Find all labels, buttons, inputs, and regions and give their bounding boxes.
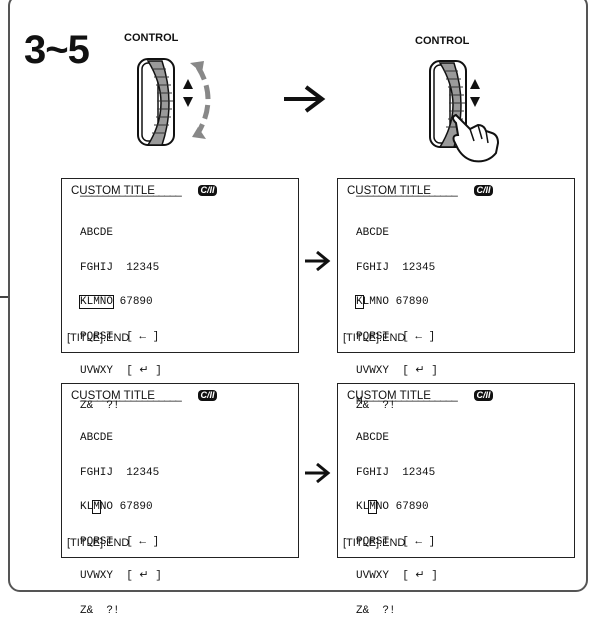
margin-mark [0,296,8,298]
character-grid: ABCDE FGHIJ 12345 KLMNO 67890 PQRST [ ← … [78,227,162,412]
screen-4: CUSTOM TITLE C/II M————————————————— ABC… [337,383,575,616]
cursor-highlight: M [368,500,377,514]
step-number: 3~5 [24,28,90,72]
title-end-hint: [TITLE]:END [67,537,130,549]
screen-title: CUSTOM TITLE [347,390,431,402]
cassette-memory-badge: C/II [474,185,493,196]
cassette-memory-badge: C/II [198,390,217,401]
screen-title: CUSTOM TITLE [71,185,155,197]
title-entry-line: M————————————————— [356,396,458,408]
control-label-left: CONTROL [124,32,179,44]
screen-3: CUSTOM TITLE C/II —————————————————— ABC… [61,383,299,616]
cassette-memory-badge: C/II [474,390,493,401]
screen-title: CUSTOM TITLE [347,185,431,197]
control-dial-icon [137,58,211,146]
screen-2: CUSTOM TITLE C/II —————————————————— ABC… [337,178,575,411]
right-arrow-icon [284,85,326,113]
manual-page-frame [8,0,588,592]
character-grid: ABCDE FGHIJ 12345 KLMNO 67890 PQRST [ ← … [355,227,438,412]
title-entry-line: —————————————————— [80,396,182,408]
screen-title: CUSTOM TITLE [71,390,155,402]
character-grid: ABCDE FGHIJ 12345 KLMNO 67890 PQRST [ ← … [356,432,438,617]
right-arrow-icon [305,250,331,272]
title-end-hint: [TITLE]:END [343,332,406,344]
cursor-highlight: KLMNO [78,295,115,309]
right-arrow-icon [305,462,331,484]
title-entry-line: —————————————————— [80,191,182,203]
cursor-highlight: M [92,500,101,514]
title-end-hint: [TITLE]:END [67,332,130,344]
control-label-right: CONTROL [415,35,470,47]
cursor-highlight: K [355,295,364,309]
title-end-hint: [TITLE]:END [343,537,406,549]
cassette-memory-badge: C/II [198,185,217,196]
character-grid: ABCDE FGHIJ 12345 KLMNO 67890 PQRST [ ← … [80,432,162,617]
control-dial-press-icon [429,60,500,163]
screen-1: CUSTOM TITLE C/II —————————————————— ABC… [61,178,299,411]
title-entry-line: —————————————————— [356,191,458,203]
